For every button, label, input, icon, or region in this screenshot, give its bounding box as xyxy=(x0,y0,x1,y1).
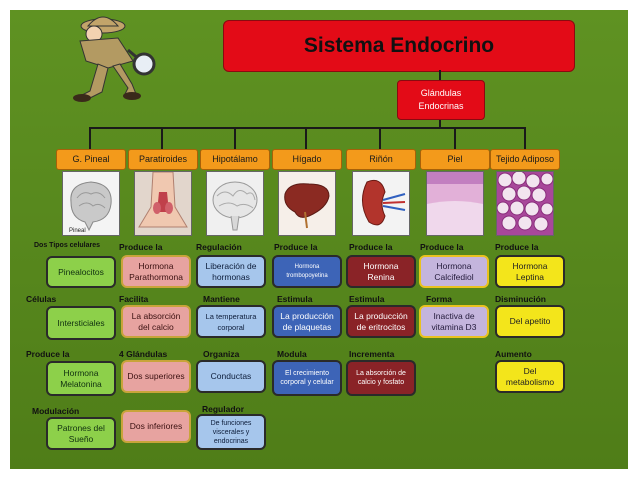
hipotalamo-box-liberacion: Liberación de hormonas xyxy=(196,255,266,288)
connector-title-root xyxy=(439,70,441,80)
skin-image xyxy=(426,171,484,236)
paratiroides-box-calcio: La absorción del calcio xyxy=(121,305,191,338)
brain-image: Pineal xyxy=(62,171,120,236)
connector-horizontal-bar xyxy=(89,127,525,129)
connector-cat-0 xyxy=(89,127,91,149)
higado-box-trombopoyetina: Hormona trombopoyetina xyxy=(272,255,342,288)
brain-model-image xyxy=(206,171,264,236)
higado-box-crecimiento: El crecimiento corporal y celular xyxy=(272,360,342,396)
adiposo-box-apetito: Del apetito xyxy=(495,305,565,338)
paratiroides-box-inferiores: Dos inferiores xyxy=(121,410,191,443)
hipotalamo-label-1: Regulación xyxy=(196,242,242,252)
connector-cat-1 xyxy=(161,127,163,149)
kidney-image xyxy=(352,171,410,236)
hipotalamo-label-2: Mantiene xyxy=(203,294,240,304)
rinon-box-absorcion: La absorción de calcio y fosfato xyxy=(346,360,416,396)
rinon-box-eritrocitos: La producción de eritrocitos xyxy=(346,305,416,338)
root-line1: Glándulas xyxy=(420,88,462,98)
connector-cat-3 xyxy=(305,127,307,149)
adiposo-box-leptina: Hormona Leptina xyxy=(495,255,565,288)
piel-label-2: Forma xyxy=(426,294,452,304)
hipotalamo-label-4: Regulador xyxy=(202,404,245,414)
pineal-label-4: Modulación xyxy=(32,406,80,416)
hipotalamo-box-temperatura: La temperatura corporal xyxy=(196,305,266,338)
piel-box-calcifediol: Hormona Calcifediol xyxy=(419,255,489,288)
piel-label-1: Produce la xyxy=(420,242,464,252)
higado-label-1: Produce la xyxy=(274,242,318,252)
neck-image xyxy=(134,171,192,236)
pineal-box-pinealocitos: Pinealocitos xyxy=(46,256,116,288)
hipotalamo-box-conductas: Conductas xyxy=(196,360,266,393)
adiposo-label-3: Aumento xyxy=(495,349,532,359)
connector-root-down xyxy=(439,118,441,128)
page-title: Sistema Endocrino xyxy=(223,20,575,72)
category-piel: Piel xyxy=(420,149,490,170)
hipotalamo-box-funciones: De funciones viscerales y endocrinas xyxy=(196,414,266,450)
root-line2: Endocrinas xyxy=(418,101,464,111)
connector-cat-4 xyxy=(379,127,381,149)
paratiroides-box-superiores: Dos superiores xyxy=(121,360,191,393)
rinon-box-renina: Hormona Renina xyxy=(346,255,416,288)
adiposo-label-1: Produce la xyxy=(495,242,539,252)
detective-illustration xyxy=(73,16,156,102)
paratiroides-label-1: Produce la xyxy=(119,242,163,252)
rinon-label-1: Produce la xyxy=(349,242,393,252)
adiposo-box-metabolismo: Del metabolismo xyxy=(495,360,565,393)
category-pineal: G. Pineal xyxy=(56,149,126,170)
pineal-caption: Pineal xyxy=(69,228,86,234)
hipotalamo-label-3: Organiza xyxy=(203,349,240,359)
pineal-label-3: Produce la xyxy=(26,349,70,359)
connector-cat-6 xyxy=(524,127,526,149)
pineal-box-melatonina: Hormona Melatonina xyxy=(46,361,116,396)
piel-box-vitamina: Inactiva de vitamina D3 xyxy=(419,305,489,338)
adipose-tissue-image xyxy=(496,171,554,236)
pineal-box-suenio: Patrones del Sueño xyxy=(46,417,116,450)
pineal-box-intersticiales: Intersticiales xyxy=(46,306,116,340)
paratiroides-box-parathormona: Hormona Parathormona xyxy=(121,255,191,288)
category-tejido-adiposo: Tejido Adiposo xyxy=(490,149,560,170)
rinon-label-3: Incrementa xyxy=(349,349,395,359)
pineal-label-2: Células xyxy=(26,294,57,304)
paratiroides-label-3: 4 Glándulas xyxy=(119,349,168,359)
rinon-label-2: Estimula xyxy=(349,294,385,304)
category-paratiroides: Paratiroides xyxy=(128,149,198,170)
adiposo-label-2: Disminución xyxy=(495,294,547,304)
higado-label-2: Estimula xyxy=(277,294,313,304)
connector-cat-5 xyxy=(454,127,456,149)
root-node: Glándulas Endocrinas xyxy=(397,80,485,120)
pineal-label-1: Dos Tipos celulares xyxy=(34,242,101,249)
higado-label-3: Modula xyxy=(277,349,307,359)
liver-image xyxy=(278,171,336,236)
connector-cat-2 xyxy=(234,127,236,149)
category-rinon: Riñón xyxy=(346,149,416,170)
paratiroides-label-2: Facilita xyxy=(119,294,149,304)
higado-box-plaquetas: La producción de plaquetas xyxy=(272,305,342,338)
category-higado: Hígado xyxy=(272,149,342,170)
category-hipotalamo: Hipotálamo xyxy=(200,149,270,170)
